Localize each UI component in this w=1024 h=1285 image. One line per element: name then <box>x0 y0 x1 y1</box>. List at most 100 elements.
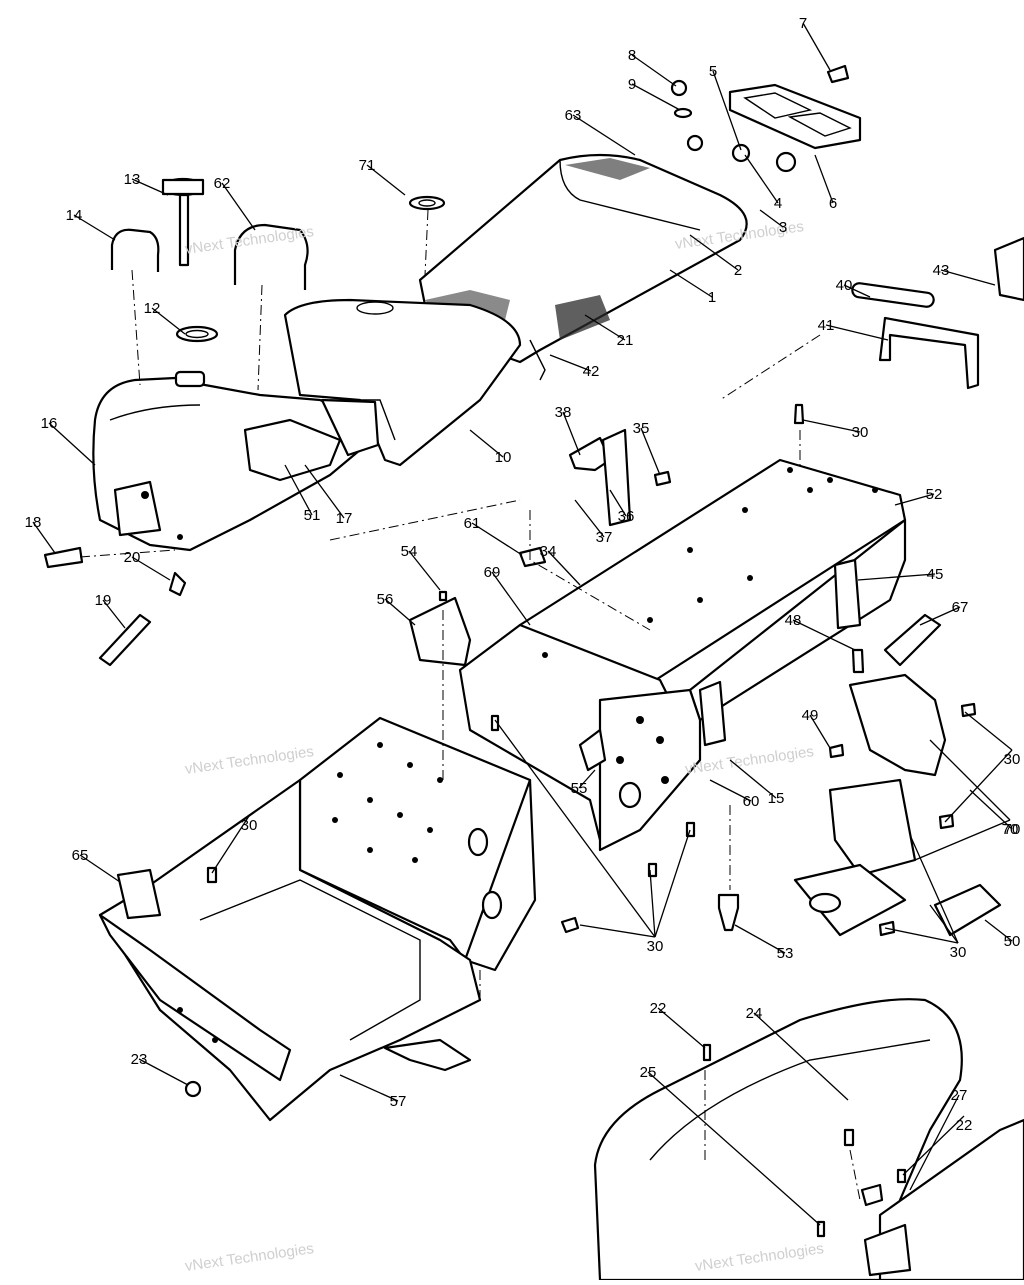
fuel-accessories <box>43 177 446 667</box>
leader-41 <box>825 324 889 341</box>
callout-17: 17 <box>336 510 353 527</box>
callout-23: 23 <box>131 1051 148 1068</box>
leader-30-group-2-1 <box>944 749 1013 823</box>
leader-70-group-4-0 <box>929 739 1011 821</box>
callout-8: 8 <box>628 47 636 64</box>
callout-61: 61 <box>464 515 481 532</box>
leader-23 <box>138 1058 189 1086</box>
callout-42: 42 <box>583 363 600 380</box>
callout-34: 34 <box>540 543 557 560</box>
leader-30-group-2-0 <box>964 711 1013 751</box>
watermark-stamp: vNext Technologies <box>684 743 815 778</box>
leader-60 <box>709 779 752 802</box>
callout-18: 18 <box>25 514 42 531</box>
leader-25 <box>647 1071 821 1226</box>
callout-53: 53 <box>777 945 794 962</box>
callout-56: 56 <box>377 591 394 608</box>
leader-42 <box>549 354 592 372</box>
leader-lines <box>32 22 1013 1226</box>
callout-38: 38 <box>555 404 572 421</box>
callout-9: 9 <box>628 76 636 93</box>
leader-70-group-4-1 <box>914 819 1011 861</box>
leader-54 <box>408 550 441 591</box>
leader-30-group-1-0 <box>929 904 959 944</box>
callout-10: 10 <box>495 449 512 466</box>
leader-45 <box>857 573 936 581</box>
callout-1: 1 <box>708 289 716 306</box>
leader-15 <box>729 759 777 799</box>
leader-2 <box>689 234 739 271</box>
watermark-stamp: vNext Technologies <box>184 743 315 778</box>
leader-55 <box>578 769 596 789</box>
bulkhead-part <box>98 716 537 1122</box>
callout-16: 16 <box>41 415 58 432</box>
callout-49: 49 <box>802 707 819 724</box>
callout-60: 60 <box>743 793 760 810</box>
callout-3: 3 <box>779 219 787 236</box>
leader-30-group-0-1 <box>579 924 656 938</box>
leader-56 <box>384 598 416 626</box>
callout-22: 22 <box>650 1000 667 1017</box>
leader-48 <box>792 619 856 651</box>
callout-69: 69 <box>484 564 501 581</box>
leader-67 <box>919 606 961 626</box>
leader-8 <box>631 54 677 87</box>
leader-52 <box>894 493 935 506</box>
callout-36: 36 <box>618 508 635 525</box>
callout-15: 15 <box>768 790 785 807</box>
leader-36 <box>609 489 627 517</box>
leader-43 <box>940 269 996 286</box>
callout-30-group-1: 30 <box>950 944 967 961</box>
leader-30-group-1-2 <box>909 834 959 944</box>
leader-35 <box>640 427 661 476</box>
callout-30-group-2: 30 <box>1004 751 1021 768</box>
leader-4 <box>744 154 779 204</box>
callout-19: 19 <box>95 592 112 609</box>
leader-30-group-1-1 <box>884 927 959 944</box>
watermark-text: vNext Technologies <box>184 1240 315 1275</box>
leader-18 <box>32 521 56 554</box>
leader-1 <box>669 269 713 298</box>
leader-38 <box>562 411 581 456</box>
leader-61 <box>471 522 523 556</box>
leader-17 <box>304 464 345 519</box>
callout-13: 13 <box>124 171 141 188</box>
leader-30-group-0-0 <box>494 719 656 938</box>
hood-part <box>593 998 1024 1282</box>
callout-21: 21 <box>617 332 634 349</box>
leader-30 <box>802 419 861 433</box>
callout-40: 40 <box>836 277 853 294</box>
callout-12: 12 <box>144 300 161 317</box>
leader-57 <box>339 1074 399 1102</box>
callout-14: 14 <box>66 207 83 224</box>
callout-7: 7 <box>799 15 807 32</box>
leader-50 <box>984 919 1013 942</box>
leader-37 <box>574 499 605 538</box>
callout-50: 50 <box>1004 933 1021 950</box>
callout-51: 51 <box>304 507 321 524</box>
leader-71 <box>366 164 406 196</box>
leader-40 <box>843 284 871 298</box>
leader-21 <box>584 314 626 341</box>
callout-5: 5 <box>709 63 717 80</box>
leader-5 <box>712 70 742 151</box>
callout-70: 70 <box>1004 821 1021 838</box>
callout-67: 67 <box>952 599 969 616</box>
leader-14 <box>73 214 116 241</box>
leader-7 <box>802 22 831 71</box>
taillight-part <box>728 83 862 150</box>
callout-30: 30 <box>852 424 869 441</box>
leader-13 <box>131 178 169 196</box>
leader-10 <box>469 429 504 458</box>
callout-54: 54 <box>401 543 418 560</box>
callout-57: 57 <box>390 1093 407 1110</box>
fuel-tank-part <box>92 370 380 552</box>
callout-30-group-0: 30 <box>647 938 664 955</box>
watermark-text: vNext Technologies <box>184 743 315 778</box>
leader-51 <box>284 464 313 516</box>
leader-9 <box>631 83 681 111</box>
callout-63: 63 <box>565 107 582 124</box>
leader-22 <box>657 1007 706 1049</box>
callout-30-group-3: 30 <box>241 817 258 834</box>
